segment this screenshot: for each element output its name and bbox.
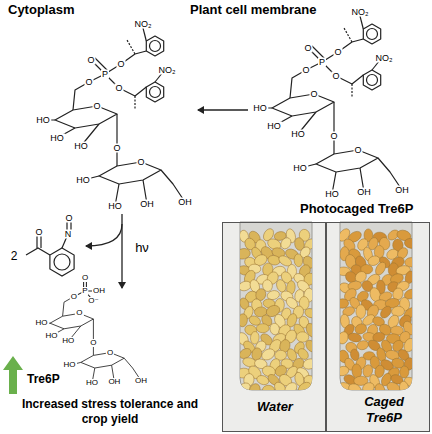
- atom-label: O: [329, 132, 338, 141]
- outcome-text: Increased stress tolerance and crop yiel…: [8, 397, 212, 427]
- seed: [399, 381, 410, 396]
- tre6p-structure: [42, 278, 141, 383]
- atom-label: OH: [134, 377, 148, 385]
- atom-label: HO: [49, 134, 65, 143]
- atom-label: O: [34, 228, 43, 237]
- seed: [296, 380, 313, 396]
- tube-caged: [340, 222, 412, 390]
- seed: [269, 322, 280, 335]
- atom-label: O: [114, 84, 123, 93]
- nitroso-byproduct: [26, 218, 74, 276]
- uptake-arrow: [198, 109, 248, 110]
- atom-label: O: [106, 349, 114, 357]
- seeds-caged: [336, 227, 419, 398]
- atom-label: O: [84, 78, 93, 87]
- atom-label: HO: [107, 202, 123, 211]
- atom-label: OH: [177, 198, 193, 207]
- seed: [356, 339, 370, 351]
- photocaged-tre6p-structure: [260, 16, 402, 194]
- region-title: Plant cell membrane: [190, 3, 316, 16]
- panel-divider: [325, 222, 327, 432]
- atom-label: HO: [290, 130, 306, 139]
- region-title: Cytoplasm: [8, 3, 74, 16]
- atom-label: O: [309, 90, 318, 99]
- atom-label: NO₂: [134, 20, 153, 29]
- seed: [262, 385, 275, 396]
- atom-label: HO: [44, 332, 58, 340]
- photo-background: [222, 222, 430, 432]
- atom-label: O: [333, 48, 342, 57]
- seed: [356, 305, 366, 319]
- atom-label: HO: [252, 104, 268, 113]
- seed: [237, 313, 247, 327]
- atom-label: O: [136, 158, 145, 167]
- stoichiometry: 2: [10, 250, 19, 262]
- atom-label: O: [75, 309, 83, 317]
- atom-label: HO: [73, 142, 89, 151]
- seed: [256, 324, 269, 333]
- atom-label: P: [81, 287, 88, 295]
- seed: [294, 254, 303, 267]
- atom-label: O: [116, 60, 125, 69]
- atom-label: HO: [61, 337, 75, 345]
- atom-label: HO: [35, 319, 49, 327]
- byproduct-arrow: [86, 224, 122, 246]
- atom-label: HO: [63, 361, 77, 369]
- photo-panel: Water Caged Tre6P: [222, 222, 430, 432]
- seed: [361, 381, 376, 395]
- atom-label: OH: [394, 186, 410, 195]
- atom-label: O: [303, 44, 312, 53]
- seed: [248, 382, 262, 398]
- atom-label: NO₂: [158, 66, 177, 75]
- atom-label: O: [112, 144, 121, 153]
- atom-label: O: [353, 146, 362, 155]
- atom-label: OH: [139, 200, 155, 209]
- atom-label: P: [318, 58, 326, 67]
- atom-label: HO: [35, 116, 51, 125]
- atom-label: O: [81, 274, 89, 282]
- atom-label: OH: [107, 378, 121, 386]
- atom-label: HO: [266, 122, 282, 131]
- seed: [404, 237, 419, 249]
- atom-label: O: [331, 72, 340, 81]
- seed: [347, 382, 364, 398]
- atom-label: OH: [92, 287, 106, 295]
- tube-water: [240, 222, 312, 390]
- light-symbol: hν: [134, 241, 150, 254]
- atom-label: OH: [356, 188, 372, 197]
- atom-label: O: [301, 66, 310, 75]
- atom-label: NO₂: [375, 54, 394, 63]
- atom-label: HO: [75, 176, 91, 185]
- atom-label: HO: [292, 164, 308, 173]
- atom-label: NO₂: [351, 8, 370, 17]
- atom-label: HO: [324, 190, 340, 199]
- atom-label: P: [101, 70, 109, 79]
- atom-label: O: [92, 102, 101, 111]
- photo-caption: Caged Tre6P: [359, 394, 409, 425]
- increase-arrow: [3, 356, 23, 394]
- atom-label: N: [64, 230, 73, 239]
- compound-name: Tre6P: [27, 373, 60, 385]
- atom-label: HO: [85, 379, 99, 387]
- atom-label: O: [70, 293, 78, 301]
- atom-label: O⁻: [87, 297, 99, 305]
- atom-label: O: [89, 339, 97, 347]
- photo-caption: Water: [223, 399, 327, 415]
- caged-tre6p-structure: [43, 28, 185, 206]
- compound-name: Photocaged Tre6P: [300, 202, 413, 215]
- seed: [283, 380, 300, 396]
- seeds-water: [235, 227, 318, 398]
- atom-label: O: [64, 214, 73, 223]
- atom-label: O: [86, 56, 95, 65]
